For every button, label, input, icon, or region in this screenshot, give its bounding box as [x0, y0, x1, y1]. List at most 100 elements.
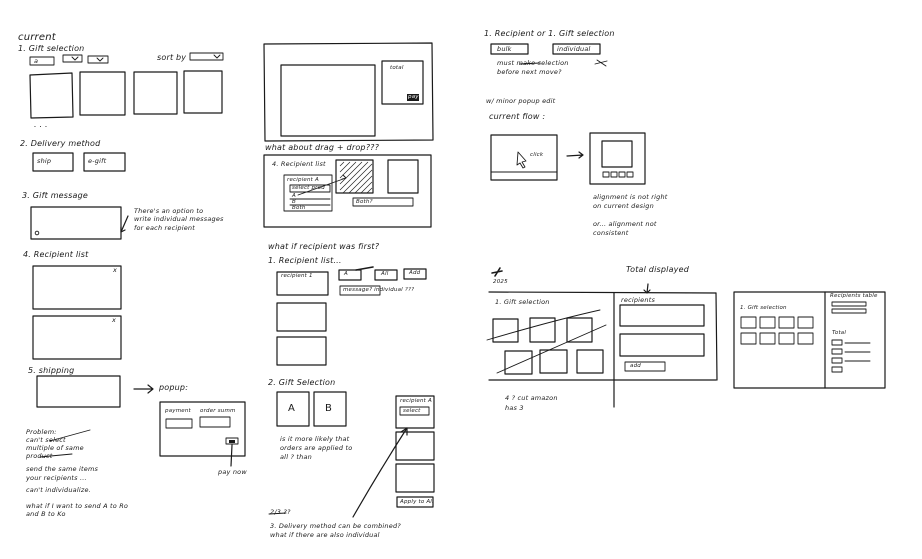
option-a: A	[292, 193, 296, 199]
pay-now-button[interactable]	[225, 437, 239, 445]
recipient-box[interactable]	[276, 271, 329, 296]
product-card[interactable]	[778, 332, 795, 345]
ship-option[interactable]	[32, 152, 74, 172]
product-card[interactable]	[79, 71, 126, 116]
product-card[interactable]	[539, 349, 568, 374]
total-displayed-label: Total displayed	[626, 265, 690, 274]
wireframe-right-edge	[715, 292, 718, 381]
egift-option[interactable]	[83, 152, 126, 172]
wireframe-a-sketch	[486, 267, 718, 408]
gift-card-b[interactable]	[313, 391, 347, 427]
product-card[interactable]	[387, 159, 419, 194]
amazon-note-2: has 3	[505, 404, 524, 412]
bulk-toggle[interactable]	[490, 43, 529, 55]
recipient-list-first-heading: 1. Recipient list...	[268, 256, 342, 265]
recipient-row[interactable]	[831, 308, 867, 314]
product-card[interactable]	[759, 332, 776, 345]
payment-field[interactable]	[165, 418, 193, 429]
recipient-first-question: what if recipient was first?	[268, 242, 380, 251]
product-card[interactable]	[759, 316, 776, 329]
gift-note-2: orders are applied to	[280, 444, 353, 452]
message-field[interactable]	[30, 206, 122, 240]
product-card[interactable]	[183, 70, 223, 114]
recipient-card[interactable]	[276, 336, 327, 366]
product-card[interactable]	[566, 317, 593, 343]
recipient-row[interactable]	[619, 304, 705, 327]
message-field[interactable]	[339, 285, 381, 296]
arrow-right-icon	[566, 151, 584, 159]
product-card[interactable]	[576, 349, 604, 374]
product-card[interactable]	[492, 318, 519, 343]
alignment-note-4: consistent	[593, 229, 629, 237]
message-note-2: write individual messages	[134, 215, 224, 223]
pay-button[interactable]	[407, 94, 419, 101]
toggle-sketch	[490, 43, 608, 67]
product-card[interactable]	[529, 317, 556, 343]
drag-drop-question: what about drag + drop???	[265, 143, 380, 152]
popup-box	[159, 401, 246, 457]
arrow-icon	[352, 427, 408, 518]
product-card[interactable]	[504, 350, 533, 375]
scribble	[491, 267, 503, 277]
shipping-form[interactable]	[36, 375, 121, 408]
close-icon[interactable]: x	[112, 316, 117, 324]
recipient-panel	[395, 395, 435, 429]
arrow-icon	[120, 215, 129, 233]
recipient-panel	[395, 463, 435, 493]
total-label: total	[390, 65, 404, 71]
recipient-first-sketch	[276, 266, 427, 366]
product-card[interactable]	[797, 316, 814, 329]
chip-a[interactable]	[338, 269, 362, 281]
current-delivery-method-sketch	[32, 152, 126, 172]
gift-card-a[interactable]	[276, 391, 310, 427]
current-gift-selection-sketch	[29, 52, 224, 119]
close-icon[interactable]: x	[113, 266, 118, 274]
recipient-row[interactable]	[831, 301, 867, 307]
product-image-placeholder	[335, 159, 374, 194]
option-both: Both	[292, 205, 306, 211]
product-card[interactable]	[778, 316, 795, 329]
recipient-row[interactable]	[619, 333, 705, 357]
chevron-down-icon	[96, 57, 104, 62]
dropdown-header: recipient A	[287, 177, 319, 183]
selection-note-2: before next move?	[497, 68, 562, 76]
strikethrough	[594, 59, 608, 67]
bulk-label: bulk	[497, 45, 512, 53]
product-card[interactable]	[797, 332, 814, 345]
chip-add[interactable]	[403, 268, 427, 280]
product-card[interactable]	[740, 332, 757, 345]
gift-card-b-label: B	[325, 403, 333, 414]
order-summary-field[interactable]	[199, 416, 231, 428]
recipient-card[interactable]	[32, 265, 122, 310]
sort-dropdown[interactable]	[189, 52, 224, 61]
current-flow-label: current flow :	[489, 112, 546, 121]
filter-dropdown-2[interactable]	[62, 54, 83, 63]
recipient-card[interactable]	[276, 302, 327, 332]
recipient-dropdown[interactable]	[283, 174, 333, 212]
product-card[interactable]	[133, 71, 178, 115]
filter-dropdown-3[interactable]	[87, 55, 109, 64]
screen-frame	[263, 42, 434, 142]
more-ellipsis: . . .	[34, 120, 48, 129]
chip-all[interactable]	[374, 269, 398, 281]
both-field-label: Both?	[356, 199, 373, 205]
wireframe-a-label: 2025	[493, 279, 508, 285]
filter-dropdown[interactable]	[29, 56, 55, 66]
add-button[interactable]	[624, 361, 666, 372]
recipient-card[interactable]	[32, 315, 122, 360]
both-field[interactable]	[352, 197, 414, 207]
screen-mockup-sketch	[263, 42, 434, 142]
recipient-list-heading: 4. Recipient list	[272, 160, 326, 168]
recipient-select[interactable]	[399, 406, 430, 416]
problem-label: Problem:	[26, 428, 57, 436]
middle-gift-selection-sketch	[268, 391, 435, 518]
individual-toggle[interactable]	[552, 43, 601, 55]
payment-label: payment	[165, 408, 191, 414]
current-gift-message-sketch	[30, 206, 129, 240]
select-product[interactable]	[289, 184, 331, 193]
product-card[interactable]	[29, 72, 74, 119]
product-card[interactable]	[740, 316, 757, 329]
total-row	[831, 339, 843, 346]
apply-to-all-button[interactable]	[396, 496, 434, 508]
problem-line: your recipients ...	[26, 474, 87, 482]
